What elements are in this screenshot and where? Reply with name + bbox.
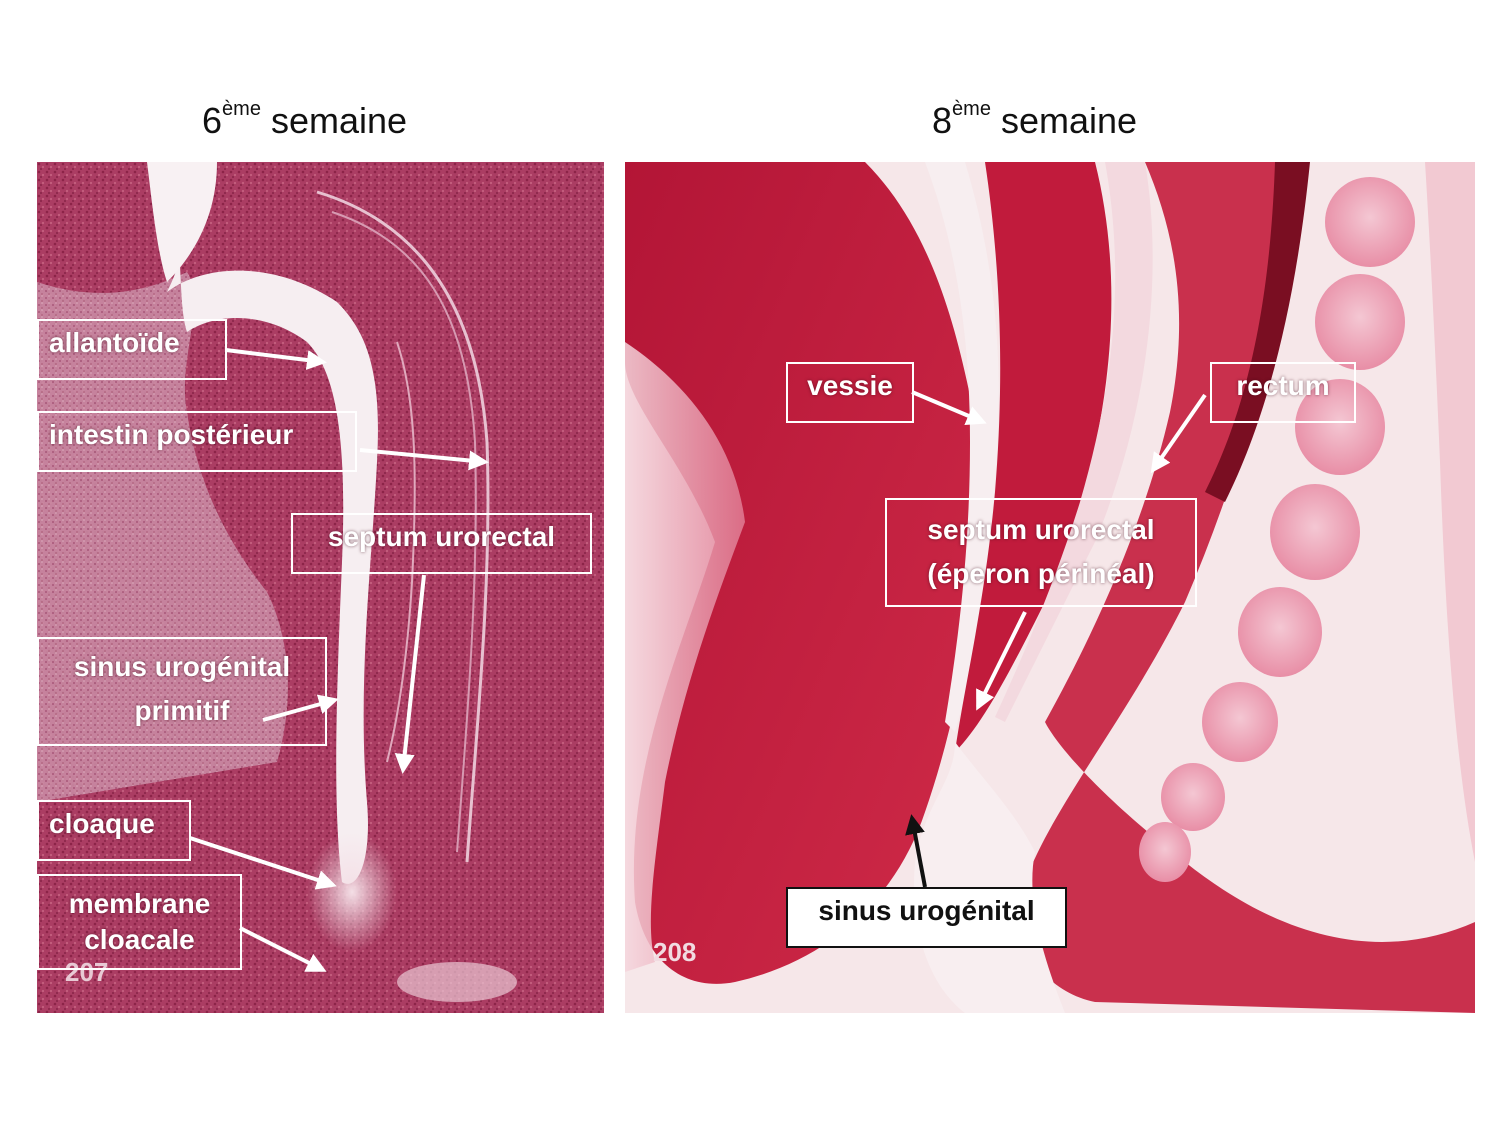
label-membrane-line2: cloacale	[84, 924, 195, 955]
label-vessie-text: vessie	[807, 370, 893, 401]
left-pale-tissue	[37, 272, 288, 802]
label-septum-urorectal-left: septum urorectal	[291, 513, 592, 574]
vertebra	[1325, 177, 1415, 267]
label-intestin-posterieur-text: intestin postérieur	[49, 419, 294, 450]
vertebra	[1139, 822, 1191, 882]
label-sinus-urogenital-text: sinus urogénital	[818, 895, 1035, 926]
label-cloaque: cloaque	[37, 800, 191, 861]
upper-lumen	[147, 162, 217, 282]
label-septum-right-line1: septum urorectal	[927, 514, 1155, 545]
label-allantoide: allantoïde	[37, 319, 227, 380]
urorectal-septum-tissue	[955, 162, 1112, 752]
label-sinus-urogenital: sinus urogénital	[786, 887, 1067, 948]
left-title-word: semaine	[270, 100, 408, 141]
label-sinus-urogenital-primitif: sinus urogénital primitif	[37, 637, 327, 746]
vertebra	[1315, 274, 1405, 370]
right-plate-number: 208	[653, 937, 697, 967]
right-histology-drawing	[625, 162, 1475, 1013]
left-pale-fold	[625, 342, 745, 972]
label-septum-right-line2: (éperon périnéal)	[927, 558, 1155, 589]
left-red-fold	[625, 162, 978, 984]
bladder-lumen	[925, 162, 999, 732]
left-plate-number: 207	[65, 957, 109, 987]
label-vessie: vessie	[786, 362, 914, 423]
label-sinus-primitif-line2: primitif	[134, 695, 230, 726]
left-panel-title: 6ème semaine	[202, 98, 408, 142]
allantois-lumen	[167, 162, 378, 884]
right-title-word: semaine	[1000, 100, 1138, 141]
label-cloaque-text: cloaque	[49, 808, 155, 839]
vertebra	[1270, 484, 1360, 580]
cloaca-pale-area	[307, 832, 397, 952]
left-title-number: 6	[202, 100, 223, 141]
right-title-number: 8	[932, 100, 953, 141]
dark-band	[1205, 162, 1310, 502]
label-rectum-text: rectum	[1236, 370, 1330, 401]
lower-pale-area	[397, 962, 517, 1002]
right-edge-pale	[1425, 162, 1475, 862]
label-septum-urorectal-left-text: septum urorectal	[327, 521, 556, 552]
rectum-lumen	[995, 162, 1153, 722]
label-membrane-line1: membrane	[68, 888, 211, 919]
hindgut-outline	[316, 190, 490, 863]
label-allantoide-text: allantoïde	[49, 327, 180, 358]
label-membrane-cloacale: membrane cloacale	[37, 874, 242, 970]
right-title-sup: ème	[952, 98, 991, 120]
left-title-sup: ème	[222, 98, 261, 120]
vertebra	[1295, 379, 1385, 475]
right-panel-title: 8ème semaine	[932, 98, 1138, 142]
vertebrae-group	[1139, 177, 1415, 882]
vertebra	[1202, 682, 1278, 762]
label-septum-urorectal-right: septum urorectal (éperon périnéal)	[885, 498, 1197, 607]
label-sinus-primitif-line1: sinus urogénital	[73, 651, 291, 682]
vertebra	[1161, 763, 1225, 831]
label-rectum: rectum	[1210, 362, 1356, 423]
right-histology-image: 208	[625, 162, 1475, 1013]
vertebra	[1238, 587, 1322, 677]
label-intestin-posterieur: intestin postérieur	[37, 411, 357, 472]
